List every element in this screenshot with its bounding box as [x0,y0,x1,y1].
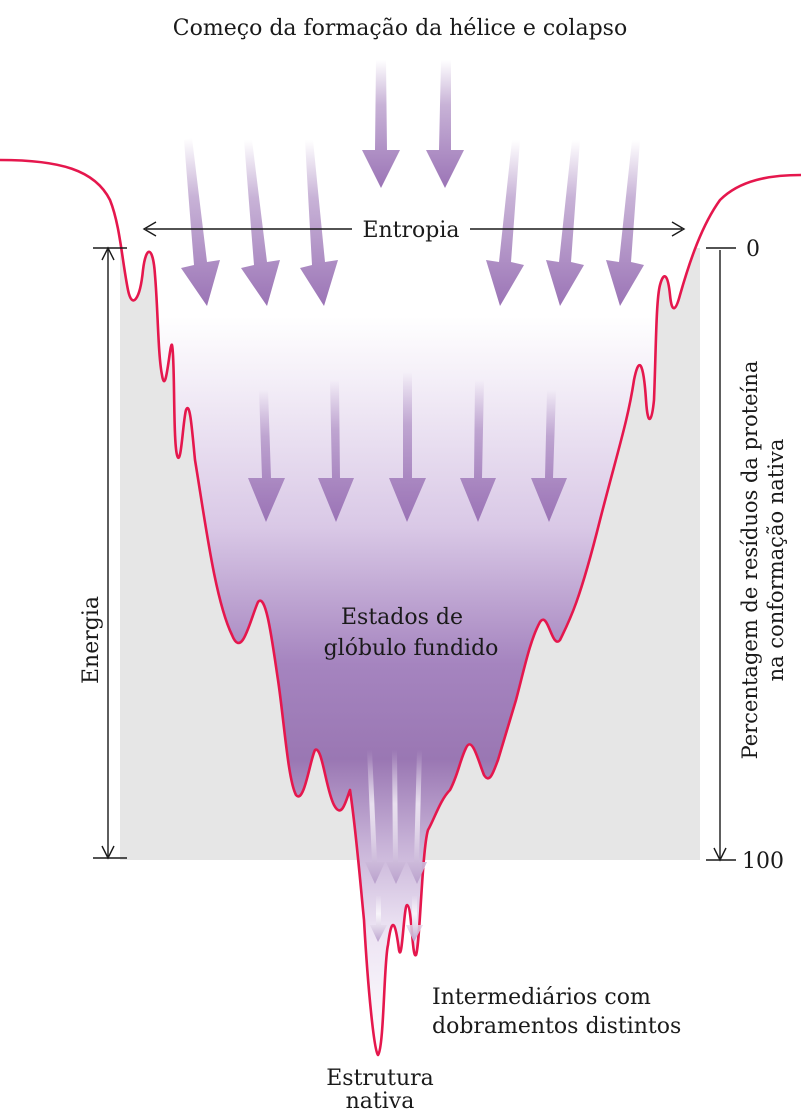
percentage-tick-100: 100 [742,849,784,874]
arrow-icon [486,140,524,306]
middle-arrows [248,372,567,522]
percentage-axis-label-line1: Percentagem de resíduos da proteína [738,361,762,760]
arrow-icon [241,140,280,306]
intermediates-label-line1: Intermediários com [432,985,651,1010]
arrow-icon [606,140,644,306]
arrow-icon [426,60,464,188]
energy-axis [93,246,127,860]
entropy-label: Entropia [362,218,459,243]
arrow-icon [460,380,496,522]
arrow-icon [386,750,406,884]
native-structure-label-line1: Estrutura [326,1066,434,1091]
percentage-tick-0: 0 [746,237,760,262]
entropy-arrow [142,221,686,237]
energy-label: Energia [79,596,104,684]
top-arrows [181,60,644,306]
arrow-icon [531,390,567,522]
arrow-icon [389,372,426,522]
arrow-icon [370,895,387,942]
molten-globule-label-line2: glóbulo fundido [324,636,499,661]
arrow-icon [546,140,584,306]
lower-arrows [365,750,427,942]
energy-landscape-curve [0,158,801,1057]
arrow-icon [181,138,220,306]
native-structure-label-line2: nativa [346,1089,415,1113]
molten-globule-label-line1: Estados de [341,605,463,630]
arrow-icon [318,380,354,522]
arrow-icon [365,750,385,884]
arrow-icon [248,390,285,522]
arrow-icon [362,60,400,188]
arrow-icon [407,750,427,884]
diagram-title: Começo da formação da hélice e colapso [173,16,627,41]
arrow-icon [300,140,338,306]
arrow-icon [406,895,423,942]
percentage-axis [706,247,736,862]
percentage-axis-label-line2: na conformação nativa [764,439,788,682]
intermediates-label-line2: dobramentos distintos [432,1014,681,1039]
